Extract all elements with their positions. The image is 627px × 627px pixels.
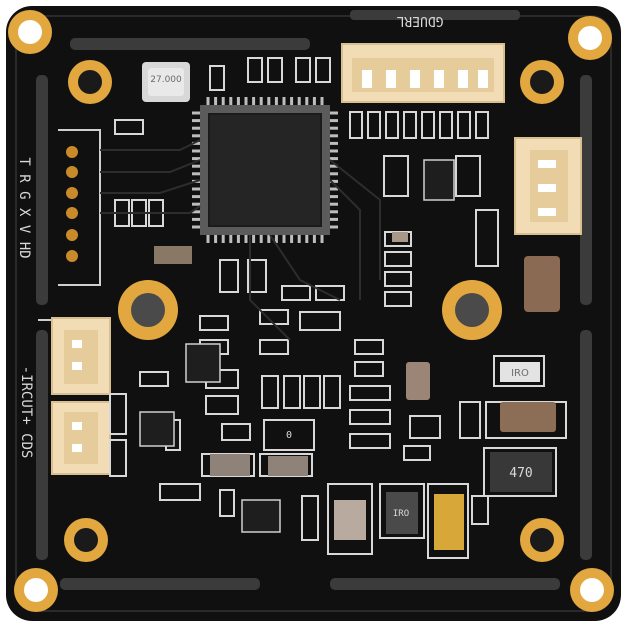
pcb-board (6, 6, 621, 621)
chip-pin (252, 97, 256, 105)
inner-vias (64, 60, 564, 562)
resistor-zero-label: 0 (286, 430, 292, 441)
chip-pin (244, 235, 248, 243)
chip-pin (192, 111, 200, 115)
resistor-iro-right-label: IRO (511, 368, 529, 379)
chip-pin (330, 187, 338, 191)
chip-pin (330, 134, 338, 138)
chip-pin (192, 149, 200, 153)
chip-pin (267, 97, 271, 105)
inductor (490, 452, 552, 492)
chip-pin (274, 97, 278, 105)
chip-pin (192, 210, 200, 214)
chip-pin (330, 111, 338, 115)
edge-tracks (36, 10, 592, 590)
chip-pin (330, 157, 338, 161)
chip-pin (305, 97, 309, 105)
chip-pin (192, 157, 200, 161)
inductor-label: 470 (509, 466, 532, 481)
chip-pin (290, 235, 294, 243)
resistor-iro-left-label: IRO (393, 509, 409, 519)
pin-header (66, 146, 78, 262)
transistors (139, 159, 455, 533)
main-processor-chip (200, 105, 330, 235)
ircut-cds-label: -IRCUT+ CDS (18, 366, 34, 459)
chip-pin (244, 97, 248, 105)
chip-pin (297, 97, 301, 105)
corner-holes (8, 10, 614, 612)
chip-pin (282, 97, 286, 105)
chip-pin (330, 119, 338, 123)
chip-pin (192, 126, 200, 130)
chip-pin (192, 134, 200, 138)
chip-pin (221, 97, 225, 105)
chip-pin (330, 126, 338, 130)
chip-pin (274, 235, 278, 243)
chip-pin (236, 235, 240, 243)
chip-pin (330, 149, 338, 153)
chip-pin (192, 172, 200, 176)
chip-pin (236, 97, 240, 105)
chip-pin (206, 235, 210, 243)
smd-outlines (109, 57, 567, 559)
chip-pin (330, 210, 338, 214)
chip-pin (312, 235, 316, 243)
chip-pin (192, 164, 200, 168)
chip-pin (282, 235, 286, 243)
chip-pin (330, 179, 338, 183)
chip-pin (330, 172, 338, 176)
resistor-iro-right (500, 362, 540, 382)
chip-pin (259, 235, 263, 243)
chip-pin (290, 97, 294, 105)
chip-pin (192, 202, 200, 206)
chip-pin (252, 235, 256, 243)
chip-pin (229, 97, 233, 105)
chip-pin (221, 235, 225, 243)
chip-pin (214, 235, 218, 243)
left-connector-lower (51, 401, 111, 475)
capacitors (154, 232, 560, 550)
top-connector (341, 43, 505, 103)
chip-pin (229, 235, 233, 243)
chip-pin (330, 217, 338, 221)
chip-pin (330, 141, 338, 145)
chip-pin (192, 141, 200, 145)
chip-pin (259, 97, 263, 105)
board-edge (15, 15, 612, 612)
chip-pin (320, 97, 324, 105)
chip-pin (192, 187, 200, 191)
crystal-label: 27.000 (150, 75, 182, 85)
chip-pin (330, 202, 338, 206)
traces (100, 139, 381, 341)
chip-pin (330, 225, 338, 229)
chip-pin (330, 195, 338, 199)
chip-pin (312, 97, 316, 105)
crystal-oscillator (142, 62, 190, 102)
chip-pin (305, 235, 309, 243)
left-connector-upper (51, 317, 111, 395)
right-connector (514, 137, 582, 235)
pin-header-label: T R G X V HD (16, 157, 32, 258)
chip-pin (267, 235, 271, 243)
chip-pin (192, 217, 200, 221)
chip-pin (192, 225, 200, 229)
chip-pin (206, 97, 210, 105)
chip-pin (320, 235, 324, 243)
chip-pin (214, 97, 218, 105)
connector-top-label: GDUERL (396, 13, 443, 28)
chip-pins (192, 97, 338, 243)
chip-pin (297, 235, 301, 243)
chip-pin (330, 164, 338, 168)
chip-pin (192, 195, 200, 199)
chip-pin (192, 119, 200, 123)
